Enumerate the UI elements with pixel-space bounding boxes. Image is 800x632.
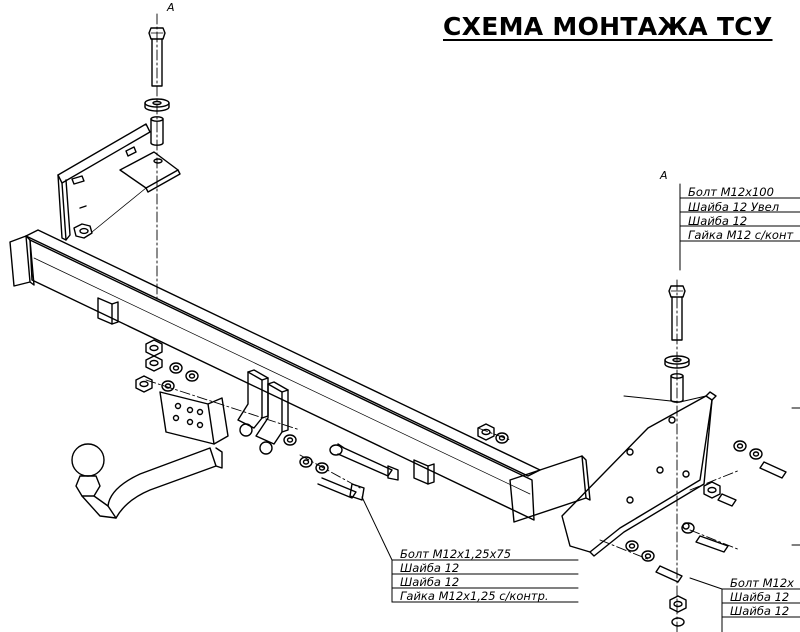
right-fasteners bbox=[625, 440, 787, 627]
crossbar-beam bbox=[9, 229, 591, 523]
callout-rt-line-2: Шайба 12 Увел bbox=[688, 200, 780, 214]
callout-bl-line-2: Шайба 12 bbox=[400, 561, 460, 575]
callout-rt-line-4: Гайка М12 с/конт bbox=[688, 228, 794, 242]
section-marker-top: A bbox=[167, 1, 175, 14]
left-fasteners bbox=[135, 339, 199, 393]
callout-bl-line-4: Гайка М12х1,25 с/контр. bbox=[400, 589, 549, 603]
right-bolt-stack bbox=[664, 285, 690, 403]
tow-ball-assembly bbox=[71, 391, 229, 519]
tow-ball-ears bbox=[237, 369, 289, 455]
bottom-center-bolts bbox=[283, 434, 399, 501]
section-marker-right: A bbox=[660, 169, 668, 182]
callout-br-line-3: Шайба 12 bbox=[730, 604, 790, 618]
callout-bl-line-1: Болт М12х1,25х75 bbox=[400, 547, 512, 561]
callout-rt-line-1: Болт М12х100 bbox=[688, 185, 774, 199]
top-bolt-stack bbox=[144, 27, 170, 146]
callout-br-line-2: Шайба 12 bbox=[730, 590, 790, 604]
callout-lines bbox=[361, 183, 800, 632]
right-bracket bbox=[561, 391, 717, 557]
callout-rt-line-3: Шайба 12 bbox=[688, 214, 748, 228]
callout-br-line-1: Болт М12х bbox=[730, 576, 794, 590]
page-title: СХЕМА МОНТАЖА ТСУ bbox=[443, 12, 773, 41]
middle-fasteners bbox=[477, 423, 509, 444]
callout-bl-line-3: Шайба 12 bbox=[400, 575, 460, 589]
left-upper-bracket bbox=[57, 123, 181, 241]
center-lines bbox=[145, 13, 741, 632]
